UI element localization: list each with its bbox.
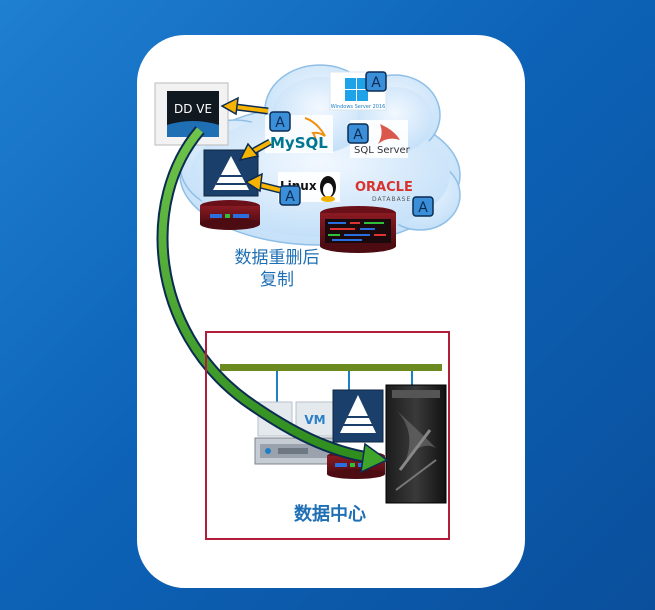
oracle-icon: ORACLE DATABASE: [355, 180, 413, 203]
replication-arrow: [156, 126, 389, 474]
replication-caption-line1: 数据重删后: [234, 248, 320, 268]
datacenter-frame: [205, 331, 450, 540]
svg-text:A: A: [418, 200, 428, 216]
svg-text:A: A: [371, 75, 381, 91]
svg-text:ORACLE: ORACLE: [355, 180, 413, 195]
svg-text:Windows Server 2016: Windows Server 2016: [331, 104, 386, 110]
datacenter-label: 数据中心: [294, 504, 366, 525]
avamar-server-icon: [203, 149, 259, 197]
avamar-datacenter-icon: [332, 389, 384, 443]
replication-caption: 数据重删后 复制: [222, 247, 332, 291]
storage-database-icon: [320, 206, 396, 253]
agent-badge-windows: A: [365, 71, 387, 92]
yellow-arrow-linux-to-avamar: [244, 172, 281, 194]
yellow-arrow-mysql-to-avamar: [238, 138, 272, 162]
svg-text:MySQL: MySQL: [270, 134, 328, 152]
svg-text:DD VE: DD VE: [174, 102, 212, 116]
small-database-icon: [200, 200, 260, 230]
agent-badge-oracle: A: [412, 196, 434, 217]
svg-text:SQL Server: SQL Server: [354, 145, 411, 156]
agent-badge-sqlserver: A: [347, 123, 369, 144]
svg-text:VM: VM: [304, 413, 325, 427]
svg-text:A: A: [285, 189, 295, 205]
replication-caption-line2: 复制: [260, 270, 294, 290]
svg-text:A: A: [275, 115, 285, 131]
svg-text:DATABASE: DATABASE: [372, 196, 411, 203]
agent-badge-mysql: A: [269, 111, 291, 132]
data-domain-appliance-icon: [385, 384, 447, 504]
agent-badge-linux: A: [279, 185, 301, 206]
svg-text:A: A: [353, 127, 363, 143]
yellow-arrow-to-ddve: [220, 96, 269, 116]
